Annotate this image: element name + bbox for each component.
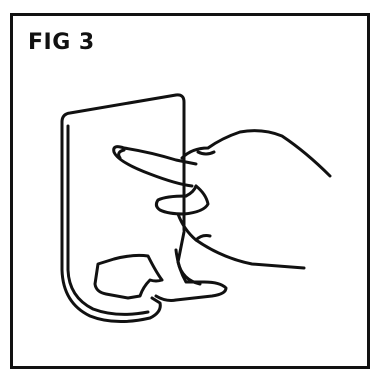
hand-pressing-icon: [114, 131, 330, 268]
